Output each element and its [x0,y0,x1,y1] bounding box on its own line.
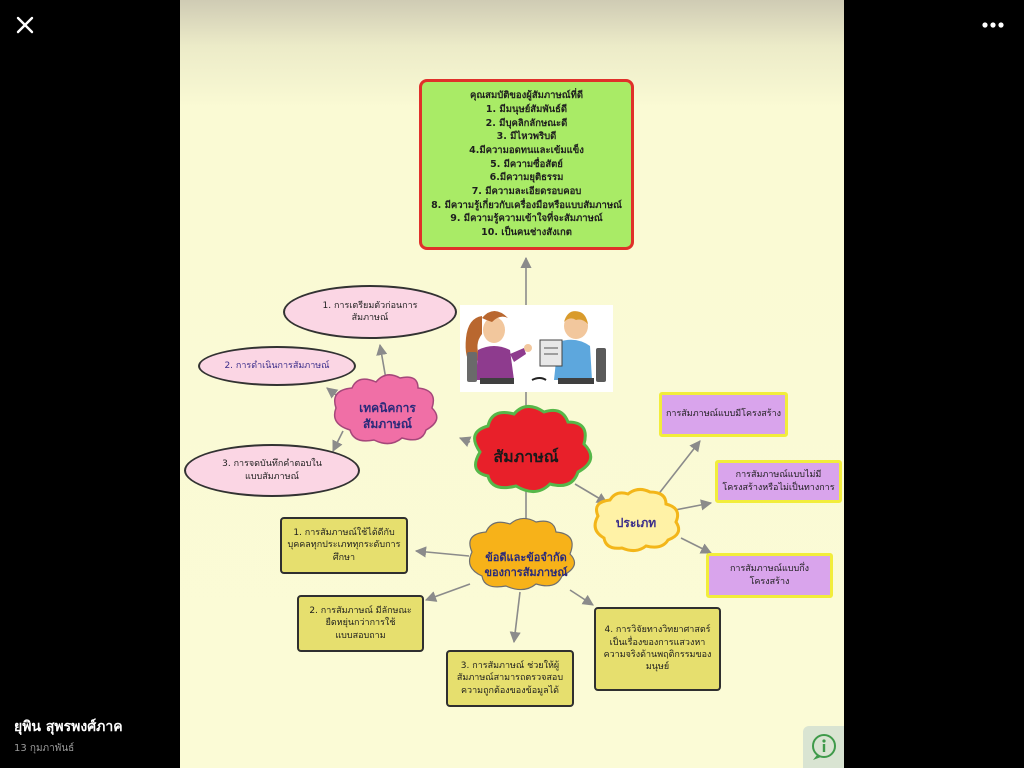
more-icon [982,22,1004,28]
pros-cons-item: 2. การสัมภาษณ์ มีลักษณะ ยืดหยุ่นกว่าการใ… [297,595,424,652]
type-item: การสัมภาษณ์แบบไม่มี โครงสร้างหรือไม่เป็น… [715,460,842,503]
quality-item: 7. มีความละเอียดรอบคอบ [471,186,582,197]
info-button[interactable] [803,726,844,768]
pros-cons-item: 3. การสัมภาษณ์ ช่วยให้ผู้ สัมภาษณ์สามารถ… [446,650,574,707]
more-options-button[interactable] [978,10,1008,40]
technique-item: 2. การดำเนินการสัมภาษณ์ [198,346,356,386]
technique-cloud-shape [333,374,438,445]
info-icon [811,734,836,760]
mindmap-image: สัมภาษณ์ คุณสมบัติของผู้สัมภาษณ์ที่ดี 1.… [180,0,844,768]
technique-item: 3. การจดบันทึกคำตอบใน แบบสัมภาษณ์ [184,444,360,497]
quality-item: 1. มีมนุษย์สัมพันธ์ดี [485,103,568,115]
technique-item: 1. การเตรียมตัวก่อนการ สัมภาษณ์ [283,285,457,339]
pros-cons-item: 1. การสัมภาษณ์ใช้ได้ดีกับ บุคคลทุกประเภท… [280,517,408,574]
mindmap-connectors [326,256,713,644]
post-date: 13 กุมภาพันธ์ [14,743,75,754]
center-cloud-shape [473,405,593,493]
author-name[interactable]: ยุพิน สุพรพงศ์ภาค [14,719,123,735]
close-button[interactable] [10,10,40,40]
technique-topic: เทคนิคการ สัมภาษณ์ [359,401,416,431]
quality-item: 6.มีความยุติธรรม [489,172,564,184]
types-cloud-shape [593,487,681,553]
pros-cons-item: 4. การวิจัยทางวิทยาศาสตร์ เป็นเรื่องของก… [594,607,721,691]
quality-item: 5. มีความซื่อสัตย์ [490,158,563,170]
quality-item: 9. มีความรู้ความเข้าใจที่จะสัมภาษณ์ [450,213,603,225]
types-topic: ประเภท [615,515,657,530]
pros-cons-topic: ข้อดีและข้อจำกัด ของการสัมภาษณ์ [484,551,568,579]
quality-item: 4.มีความอดทนและเข้มแข็ง [469,144,584,156]
pros-cons-cloud-shape [469,517,576,591]
close-icon [16,16,34,34]
type-item: การสัมภาษณ์แบบมีโครงสร้าง [659,392,788,437]
quality-item: 3. มีไหวพริบดี [496,131,557,143]
quality-item: 2. มีบุคลิกลักษณะดี [485,117,568,129]
quality-item: 10. เป็นคนช่างสังเกต [481,227,572,239]
quality-item: 8. มีความรู้เกี่ยวกับเครื่องมือหรือแบบสั… [431,199,622,211]
type-item: การสัมภาษณ์แบบกึ่ง โครงสร้าง [706,553,833,598]
interview-illustration [460,305,613,392]
qualities-box: คุณสมบัติของผู้สัมภาษณ์ที่ดี 1. มีมนุษย์… [419,79,634,250]
qualities-title: คุณสมบัติของผู้สัมภาษณ์ที่ดี [470,90,583,102]
center-topic: สัมภาษณ์ [493,446,559,466]
